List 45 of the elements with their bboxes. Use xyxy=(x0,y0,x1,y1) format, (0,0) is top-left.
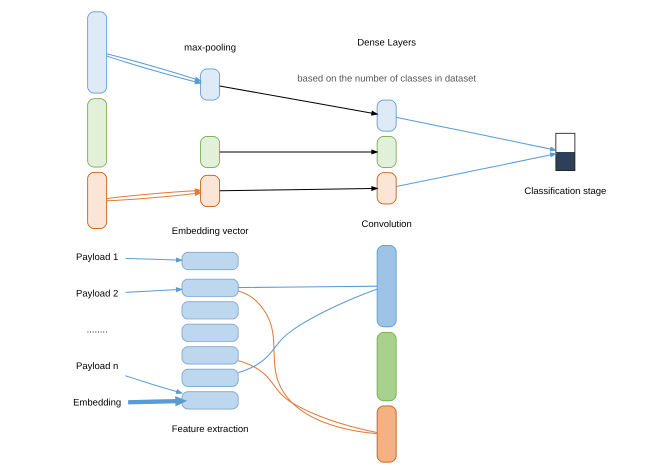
label: based on the number of classes in dataset xyxy=(296,74,476,85)
node-bar xyxy=(376,136,396,168)
arrow xyxy=(219,86,378,116)
label: ........ xyxy=(86,324,108,336)
label: Classification stage xyxy=(524,186,606,198)
node-text: Payload 1 xyxy=(75,252,118,263)
node-bar xyxy=(200,174,220,207)
node-bar xyxy=(376,100,396,132)
arrow xyxy=(396,116,557,152)
connector xyxy=(238,288,377,374)
connector xyxy=(238,290,377,434)
node-bar xyxy=(376,406,396,463)
node-bar xyxy=(86,172,107,229)
label: Feature extraction xyxy=(171,424,248,436)
label: Embedding vector xyxy=(171,226,248,238)
arrow xyxy=(219,149,378,155)
node-bar xyxy=(200,68,220,100)
node-text: Embedding xyxy=(72,397,121,408)
arrow xyxy=(124,287,183,293)
arrow xyxy=(396,152,557,188)
node-bar xyxy=(181,301,238,320)
node-bar xyxy=(181,391,238,410)
node-bar xyxy=(376,332,396,402)
node-bar xyxy=(181,368,238,387)
connector xyxy=(238,286,377,288)
node-bar xyxy=(86,98,107,168)
arrow xyxy=(128,396,187,406)
label: Convolution xyxy=(361,219,412,230)
connector xyxy=(238,360,377,434)
node-text: Payload 2 xyxy=(75,288,118,300)
node-text: Payload n xyxy=(75,361,118,372)
label: max-pooling xyxy=(184,42,236,54)
node-bar xyxy=(86,11,107,94)
node-box xyxy=(554,132,575,171)
node-bar xyxy=(181,324,238,342)
arrow xyxy=(219,186,378,192)
arrow xyxy=(124,375,183,394)
arrow xyxy=(125,257,183,263)
node-bar xyxy=(181,346,238,364)
node-bar xyxy=(181,278,238,297)
node-bar xyxy=(181,252,238,270)
node-bar xyxy=(376,245,396,328)
node-bar xyxy=(376,172,396,204)
label: Dense Layers xyxy=(356,37,416,48)
node-bar xyxy=(200,136,220,168)
